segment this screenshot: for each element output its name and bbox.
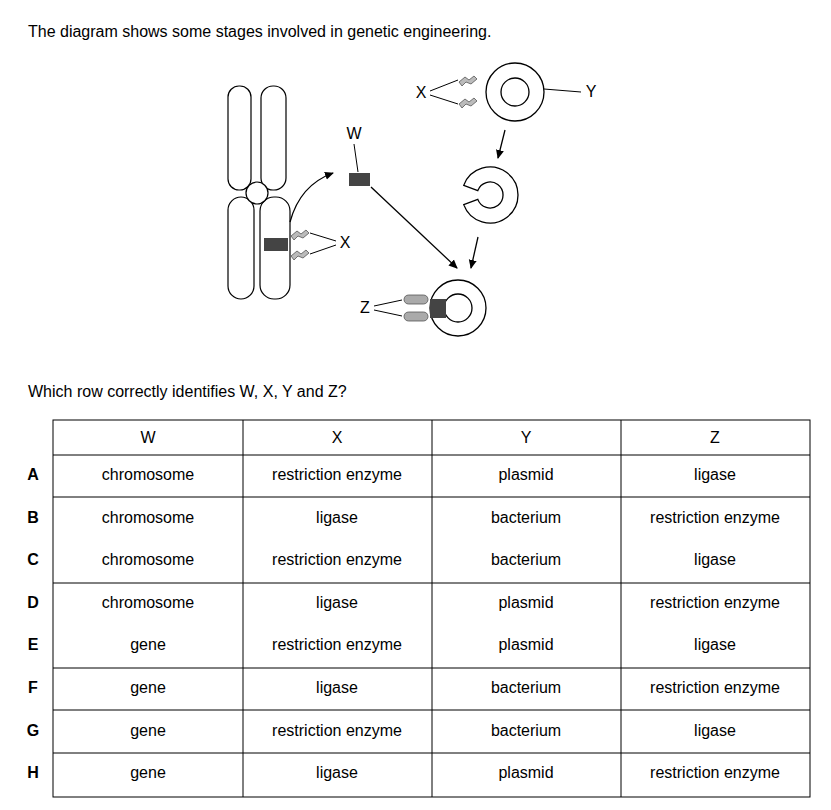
table-header: X (332, 428, 343, 447)
question-text: Which row correctly identifies W, X, Y a… (28, 382, 347, 401)
table-cell: chromosome (102, 508, 194, 527)
enzyme-symbol (291, 76, 477, 260)
table-cell: restriction enzyme (272, 465, 402, 484)
table-cell: plasmid (498, 763, 553, 782)
table-cell: bacterium (491, 550, 561, 569)
row-letter: H (27, 763, 39, 782)
table-cell: bacterium (491, 721, 561, 740)
table-cell: bacterium (491, 678, 561, 697)
table-cell: ligase (316, 678, 358, 697)
table-cell: ligase (694, 635, 736, 654)
row-letter: C (27, 550, 39, 569)
leader-lines (310, 80, 581, 316)
answer-table-grid (53, 420, 810, 797)
callout-letter: X (340, 233, 351, 252)
table-cell: ligase (694, 721, 736, 740)
table-cell: plasmid (498, 465, 553, 484)
table-cell: ligase (316, 593, 358, 612)
row-letter: G (27, 721, 39, 740)
table-header: Y (521, 428, 532, 447)
table-cell: ligase (316, 763, 358, 782)
row-letter: A (27, 465, 39, 484)
table-cell: restriction enzyme (272, 721, 402, 740)
table-cell: restriction enzyme (650, 763, 780, 782)
ligase-symbol (404, 295, 428, 321)
table-cell: restriction enzyme (272, 550, 402, 569)
row-letter: F (28, 678, 38, 697)
isolated-gene (349, 173, 370, 186)
table-cell: plasmid (498, 635, 553, 654)
row-letter: D (27, 593, 39, 612)
table-cell: ligase (694, 550, 736, 569)
chromosome (228, 86, 290, 299)
table-cell: gene (130, 763, 166, 782)
table-cell: ligase (694, 465, 736, 484)
callout-letter: Y (586, 82, 597, 101)
table-cell: plasmid (498, 593, 553, 612)
table-cell: restriction enzyme (650, 593, 780, 612)
table-cell: ligase (316, 508, 358, 527)
row-letter: B (27, 508, 39, 527)
row-letter: E (28, 635, 39, 654)
callout-letter: Z (360, 298, 370, 317)
callout-letter: X (416, 83, 427, 102)
table-cell: restriction enzyme (650, 678, 780, 697)
table-header: W (140, 428, 155, 447)
process-arrows (290, 130, 505, 268)
gene-band (264, 238, 288, 251)
table-cell: gene (130, 635, 166, 654)
table-cell: restriction enzyme (650, 508, 780, 527)
table-cell: chromosome (102, 550, 194, 569)
table-cell: chromosome (102, 593, 194, 612)
title: The diagram shows some stages involved i… (28, 22, 491, 41)
callout-letter: W (346, 124, 361, 143)
table-cell: chromosome (102, 465, 194, 484)
table-cell: restriction enzyme (272, 635, 402, 654)
table-header: Z (710, 428, 720, 447)
table-cell: gene (130, 721, 166, 740)
table-cell: gene (130, 678, 166, 697)
plasmid (430, 63, 544, 336)
inserted-gene (430, 299, 446, 318)
table-cell: bacterium (491, 508, 561, 527)
